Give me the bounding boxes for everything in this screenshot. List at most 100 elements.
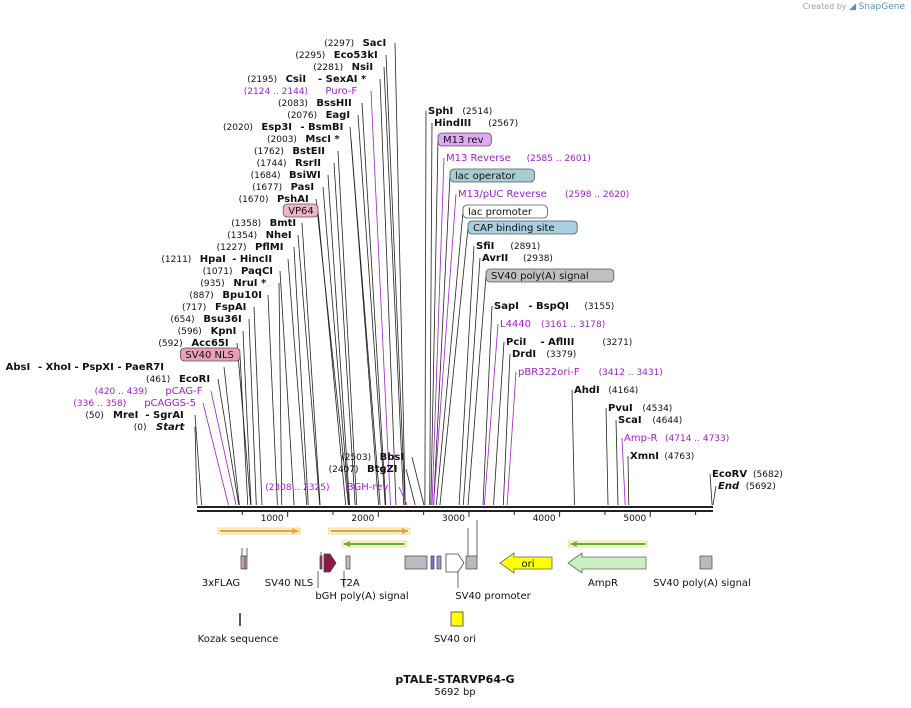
- feature-label-ampr: AmpR: [588, 578, 618, 589]
- site-pos: (4534): [642, 404, 672, 414]
- site-pos: (2195): [247, 75, 277, 85]
- site-name: AbsI: [6, 362, 31, 373]
- leader-line-amp-r: [621, 437, 626, 506]
- leader-line-bsteii: [337, 150, 358, 506]
- site-pos: (336 .. 358): [73, 399, 126, 409]
- feature-shape: [240, 555, 246, 570]
- site-pos: (2598 .. 2620): [565, 190, 629, 200]
- site-pos: (1762): [254, 147, 284, 157]
- site-mrei: (50)MreI- SgrAI: [85, 410, 183, 421]
- site-sapi: SapI- BspQI(3155): [494, 301, 614, 312]
- site-extra: - AflIII: [540, 337, 574, 348]
- leader-line-l4440: [483, 323, 499, 506]
- leader-line-lac-operator: [433, 175, 451, 506]
- plasmid-name: pTALE-STARVP64-G: [395, 673, 514, 686]
- leader-line-lac-promoter: [435, 211, 464, 506]
- site-name: PasI: [291, 182, 314, 193]
- site-pasi: (1677)PasI: [252, 182, 314, 193]
- leader-line-bsshii: [361, 102, 387, 506]
- leader-line-xmni: [627, 455, 630, 506]
- feature-ori: [499, 552, 553, 574]
- site-eagi: (2076)EagI: [287, 110, 350, 121]
- site-extra: - XhoI - PspXI - PaeR7I: [38, 362, 164, 373]
- site-name: FspAI: [215, 302, 246, 313]
- feature-tag-label: M13 rev: [443, 135, 484, 146]
- site-vp64: VP64: [282, 203, 319, 218]
- site-bsiwi: (1684)BsiWI: [251, 170, 321, 181]
- site-nrui: (935)NruI *: [200, 278, 267, 289]
- site-pcag-f: (420 .. 439)pCAG-F: [95, 386, 203, 397]
- site-pos: (2938): [523, 254, 553, 264]
- site-extra: - HincII: [232, 254, 272, 265]
- site-pos: (3412 .. 3431): [599, 368, 663, 378]
- site-name: RsrII: [295, 158, 321, 169]
- feature-shape: [567, 552, 647, 574]
- feature-shape: [445, 553, 465, 573]
- site-pos: (2297): [324, 39, 354, 49]
- feature-shape: [465, 555, 478, 570]
- leader-line-bgh-rev: [398, 486, 408, 506]
- site-l4440: L4440(3161 .. 3178): [500, 319, 605, 330]
- site-name: MreI: [113, 410, 138, 421]
- site-lac-promoter: lac promoter: [462, 204, 548, 219]
- site-pshai: (1670)PshAI: [239, 194, 309, 205]
- feature-t2a: [323, 553, 337, 573]
- feature-shape: [244, 555, 248, 570]
- orf-arrowhead: [292, 528, 299, 534]
- leader-line-avrii: [462, 257, 481, 506]
- site-name: Bpu10I: [222, 290, 262, 301]
- site-name: HindIII: [434, 118, 471, 129]
- site-name: NheI: [266, 230, 292, 241]
- site-name: NruI *: [233, 278, 267, 289]
- site-eco53ki: (2295)Eco53kI: [295, 50, 377, 61]
- site-pos: (1744): [257, 159, 287, 169]
- site-ahdi: AhdI(4164): [574, 385, 638, 396]
- leader-line-btgzi: [405, 468, 416, 506]
- site-name: Amp-R: [624, 433, 658, 444]
- feature-label-sv40-promoter: SV40 promoter: [455, 591, 531, 602]
- leader-line-m13-puc-reverse: [433, 193, 457, 506]
- feature-shape: [436, 555, 442, 570]
- site-pos: (4644): [652, 416, 682, 426]
- leader-line-nhei: [297, 234, 321, 506]
- site-pos: (2407): [329, 465, 359, 475]
- site-saci: (2297)SacI: [324, 38, 386, 49]
- site-pvui: PvuI(4534): [608, 403, 672, 414]
- feature-label-ori: ori: [521, 559, 534, 570]
- orf-arrow: [341, 540, 407, 548]
- feature-tag-box: [485, 268, 615, 283]
- leader-line-sapi: [482, 305, 493, 506]
- site-pos: (3379): [546, 350, 576, 360]
- site-pos: (2083): [278, 99, 308, 109]
- sv40-ori-box: [450, 611, 464, 627]
- site-pos: (461): [146, 375, 170, 385]
- site-avrii: AvrII(2938): [482, 253, 553, 264]
- site-name: SapI: [494, 301, 519, 312]
- site-drdi: DrdI(3379): [512, 349, 576, 360]
- site-name: NsiI: [352, 62, 373, 73]
- site-name: EcoRV: [712, 469, 747, 480]
- site-pos: (0): [134, 423, 147, 433]
- orf-arrows: [217, 527, 648, 548]
- site-name: MscI *: [305, 134, 340, 145]
- site-name: AhdI: [574, 385, 600, 396]
- feature-label-kozak-sequence: Kozak sequence: [198, 634, 279, 645]
- site-sphi: SphI(2514): [428, 106, 492, 117]
- site-start: (0)Start: [134, 422, 186, 433]
- leader-line-nrui: [278, 282, 283, 506]
- feature-label-3xflag: 3xFLAG: [202, 578, 240, 589]
- site-pos: (3155): [584, 302, 614, 312]
- feature-3xflag-2: [244, 555, 248, 570]
- leader-line-nsii: [383, 66, 405, 506]
- feature-tag-box: [179, 347, 241, 362]
- leader-line-pflmi: [293, 246, 309, 506]
- site-pos: (2076): [287, 111, 317, 121]
- site-leader-lines: [194, 42, 717, 506]
- site-name: Bsu36I: [203, 314, 241, 325]
- site-name: PciI: [506, 337, 526, 348]
- site-cap-binding-site: CAP binding site: [467, 220, 578, 235]
- leader-line-csii: [379, 78, 397, 506]
- site-m13-reverse: M13 Reverse(2585 .. 2601): [446, 153, 591, 164]
- axis-tick-label: 1000: [261, 514, 284, 524]
